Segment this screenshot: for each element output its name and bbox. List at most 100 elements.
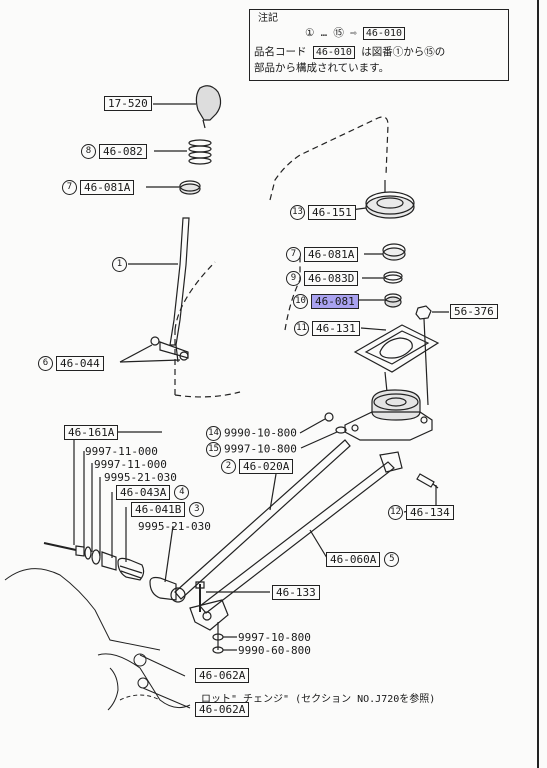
part-code[interactable]: 46-133 [272, 585, 320, 600]
part-label-9997-10-800-bottom[interactable]: 9997-10-800 [238, 631, 311, 644]
cap-icon [384, 293, 402, 308]
bushing-icon [179, 180, 201, 195]
transmission-fragment [4, 568, 191, 711]
boot-ring-icon [365, 180, 415, 219]
part-code[interactable]: 9997-10-800 [224, 442, 297, 456]
note-text: から [403, 46, 425, 58]
bolt-133-icon [195, 581, 205, 612]
part-label-46-133[interactable]: 46-133 [272, 585, 320, 600]
note-target-part[interactable]: 46-010 [362, 27, 406, 40]
part-code[interactable]: 46-020A [239, 458, 294, 474]
ref-number: 12 [388, 505, 403, 520]
part-code[interactable]: 9997-11-000 [85, 445, 158, 458]
ref-number: 1 [112, 257, 127, 272]
part-label-lever[interactable]: 1 [112, 257, 130, 272]
part-label-46-062A-a[interactable]: 46-062A [195, 668, 250, 683]
part-code[interactable]: 46-134 [406, 504, 454, 520]
part-code[interactable]: 46-062A [195, 668, 250, 683]
part-code[interactable]: 9995-21-030 [104, 471, 177, 484]
arrow-icon: ⇨ [350, 27, 357, 39]
note-text: の [434, 46, 446, 58]
part-label-56-376[interactable]: 56-376 [450, 304, 498, 319]
clevis-icon [189, 599, 229, 654]
nut-icon [415, 305, 432, 320]
ref-number: 11 [294, 321, 309, 336]
ref-number: 7 [286, 247, 301, 262]
gasket-plate-icon [353, 324, 440, 373]
note-title: 注記 [256, 11, 280, 26]
spring-icon [188, 139, 212, 165]
part-code[interactable]: 46-083D [304, 270, 359, 286]
part-code[interactable]: 9995-21-030 [138, 520, 211, 533]
dashed-outline [174, 116, 389, 395]
part-code[interactable]: 46-041B [131, 501, 186, 517]
range-end: ⑮ [333, 27, 344, 39]
note-text: は図番 [361, 46, 393, 58]
part-code[interactable]: 9997-10-800 [238, 631, 311, 644]
ref-number: 10 [293, 294, 308, 309]
part-label-9990-60-800[interactable]: 9990-60-800 [238, 644, 311, 657]
part-label-9997-11-000-a[interactable]: 9997-11-000 [85, 445, 158, 458]
part-code[interactable]: 46-151 [308, 204, 356, 220]
part-code[interactable]: 46-060A [326, 551, 381, 567]
bushing-right-icon [382, 243, 406, 261]
ref-number: 7 [62, 180, 77, 195]
part-code[interactable]: 56-376 [450, 304, 498, 319]
note-line-2: 品名コード 46-010 は図番①から⑮の [254, 45, 445, 60]
part-code[interactable]: 46-081A [80, 179, 135, 195]
part-code[interactable]: 46-062A [195, 702, 250, 717]
bolt-stack-icon [43, 542, 177, 601]
part-code[interactable]: 9990-10-800 [224, 426, 297, 440]
part-label-9995-21-030-b[interactable]: 9995-21-030 [138, 520, 211, 533]
note-box: 注記 ① … ⑮ ⇨ 46-010 品名コード 46-010 は図番①から⑮の … [249, 9, 509, 81]
part-code[interactable]: 9990-60-800 [238, 644, 311, 657]
ref-number: 2 [221, 459, 236, 474]
note-num: ① [392, 46, 404, 58]
range-start: ① [305, 27, 315, 39]
part-label-46-161A[interactable]: 46-161A [64, 425, 119, 440]
part-code[interactable]: 46-131 [312, 320, 360, 336]
ref-number: 3 [189, 502, 205, 517]
ref-number: 4 [174, 485, 190, 500]
note-code[interactable]: 46-010 [312, 46, 355, 59]
part-code[interactable]: 46-161A [64, 425, 119, 440]
part-label-46-062A-b[interactable]: 46-062A [195, 702, 250, 717]
part-code[interactable]: 46-082 [99, 143, 147, 159]
range-dots: … [320, 27, 328, 39]
part-label-9997-11-000-b[interactable]: 9997-11-000 [94, 458, 167, 471]
rod-change-note: ロット" チェンジ" (セクション NO.J720を参照) [201, 694, 436, 705]
ref-number: 15 [206, 442, 221, 457]
part-code-highlighted[interactable]: 46-081 [311, 293, 359, 309]
part-label-9995-21-030-a[interactable]: 9995-21-030 [104, 471, 177, 484]
part-code[interactable]: 46-044 [56, 355, 104, 371]
ref-number: 9 [286, 271, 301, 286]
part-code[interactable]: 46-043A [116, 484, 171, 500]
part-code[interactable]: 46-081A [304, 246, 359, 262]
part-code[interactable]: 9997-11-000 [94, 458, 167, 471]
part-code[interactable]: 17-520 [104, 96, 152, 111]
ref-number: 8 [81, 144, 96, 159]
bolt-icon [416, 473, 439, 489]
shift-knob-icon [195, 85, 222, 129]
ref-number: 6 [38, 356, 53, 371]
ref-number: 14 [206, 426, 221, 441]
part-label-17-520[interactable]: 17-520 [104, 96, 152, 111]
ring-icon [383, 271, 403, 284]
extension-rod-icon [199, 451, 403, 614]
